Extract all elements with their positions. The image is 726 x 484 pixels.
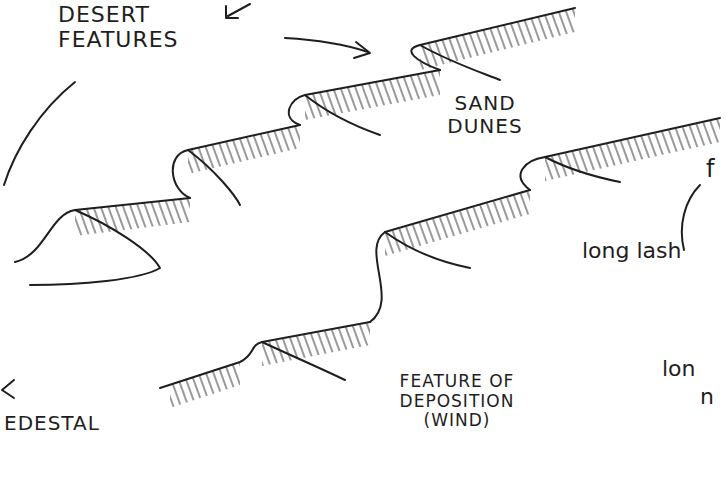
- feature-label: EDESTAL: [4, 412, 144, 435]
- note-label: FEATURE OF DEPOSITION (WIND): [372, 372, 542, 431]
- dune-lines: [2, 4, 720, 408]
- note-label: long lash: [582, 238, 726, 263]
- note-label: f: [706, 156, 722, 184]
- heading-label: DESERT FEATURES: [58, 2, 248, 53]
- note-label: n: [700, 384, 722, 409]
- feature-label: SAND DUNES: [430, 92, 540, 138]
- note-label: lon: [662, 356, 722, 381]
